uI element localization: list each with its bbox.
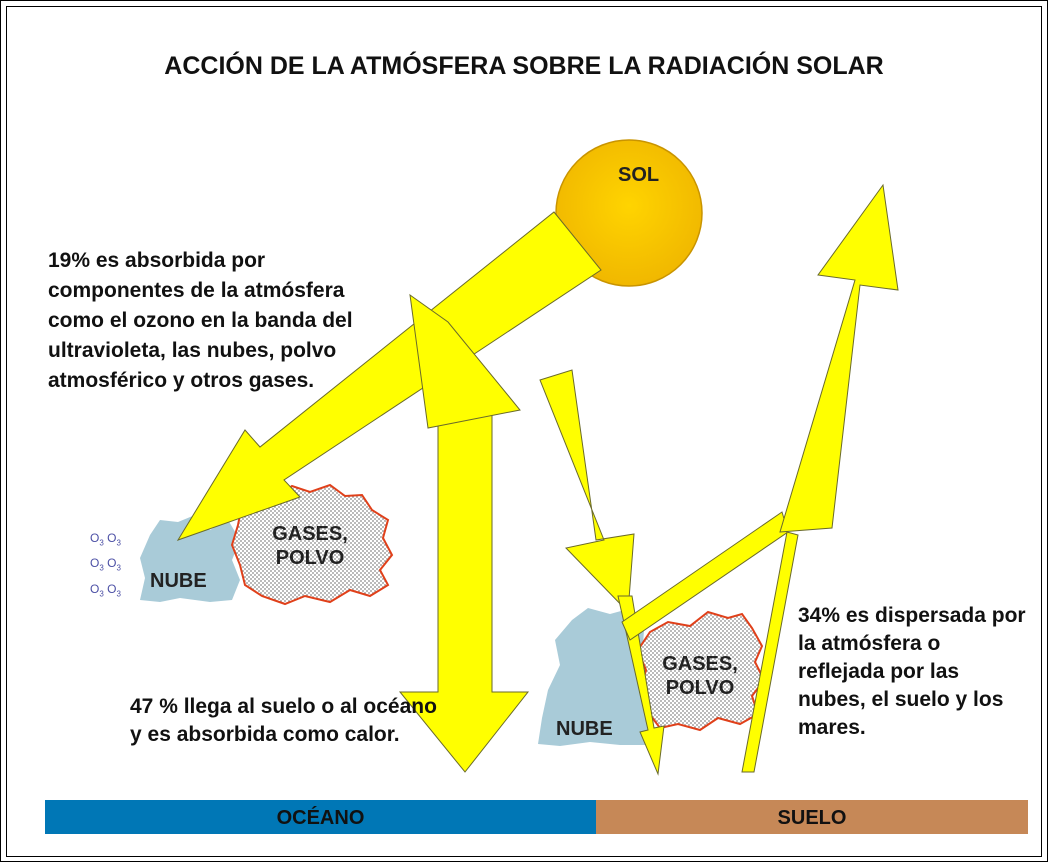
cloud-right-label: NUBE bbox=[556, 718, 613, 740]
arrow-from-soil bbox=[741, 531, 799, 773]
arrow-to-right-cloud bbox=[539, 369, 635, 614]
gases-left-label: GASES, POLVO bbox=[270, 522, 350, 570]
cloud-left-shape bbox=[140, 515, 240, 602]
diagram-title: ACCIÓN DE LA ATMÓSFERA SOBRE LA RADIACIÓ… bbox=[164, 52, 884, 80]
soil-band: SUELO bbox=[596, 800, 1028, 834]
sun bbox=[555, 139, 703, 287]
cloud-right-shape bbox=[538, 608, 650, 746]
cloud-left-label: NUBE bbox=[150, 570, 207, 592]
ozone-molecules: O3 O3 O3 O3 O3 O3 bbox=[90, 528, 121, 604]
gases-right-line2: POLVO bbox=[665, 677, 735, 699]
ground-absorbed-description: 47 % llega al suelo o al océano y es abs… bbox=[130, 695, 437, 746]
arrow-absorbed bbox=[176, 211, 602, 541]
sun-label: SOL bbox=[618, 164, 660, 186]
ozone-row: O3 O3 bbox=[90, 531, 121, 548]
gases-left-line1: GASES, bbox=[272, 523, 348, 545]
soil-label: SUELO bbox=[777, 807, 847, 829]
ocean-band: OCÉANO bbox=[45, 800, 596, 834]
gases-right-line1: GASES, bbox=[662, 653, 738, 675]
ozone-row: O3 O3 bbox=[90, 556, 121, 573]
absorbed-description: 19% es absorbida por componentes de la a… bbox=[48, 249, 353, 392]
gases-right-label: GASES, POLVO bbox=[658, 652, 742, 700]
scattered-description: 34% es dispersada por la atmósfera o ref… bbox=[798, 604, 1026, 739]
gases-left-shape bbox=[230, 483, 394, 606]
arrow-to-ocean bbox=[398, 411, 530, 773]
gases-left-line2: POLVO bbox=[275, 547, 345, 569]
inner-frame bbox=[6, 6, 1042, 857]
ocean-label: OCÉANO bbox=[276, 807, 365, 829]
arrow-main-head bbox=[409, 293, 521, 429]
arrow-reflected-connector bbox=[621, 511, 789, 641]
ozone-row: O3 O3 bbox=[90, 581, 121, 599]
arrow-reflected-up bbox=[779, 183, 899, 533]
